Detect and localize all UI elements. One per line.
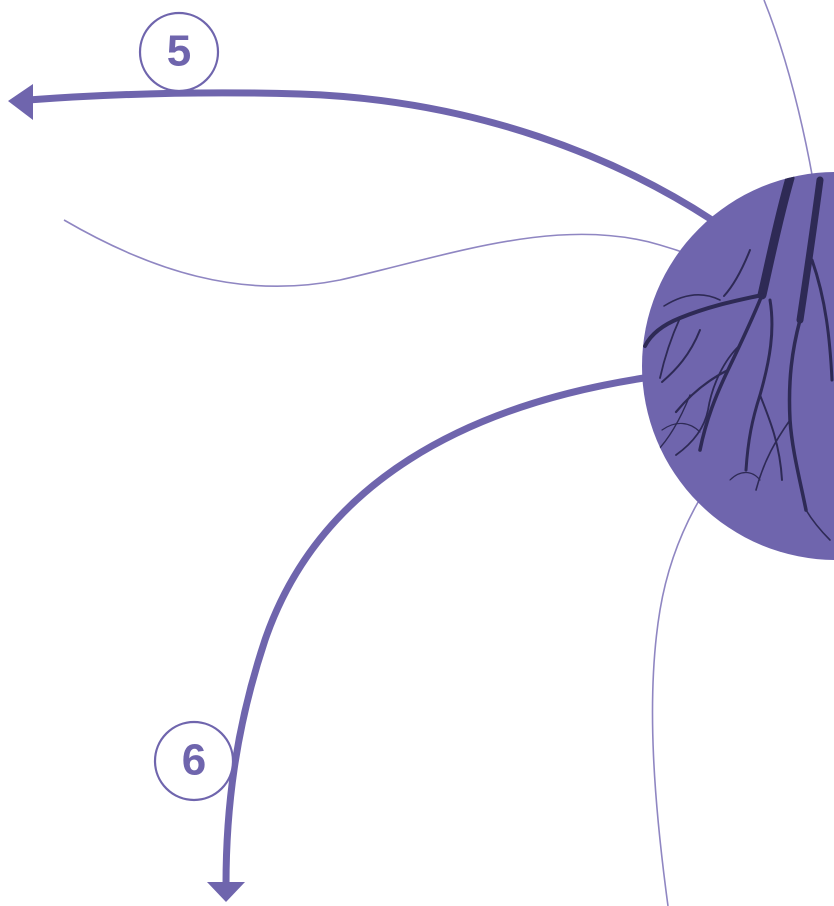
arrow-5-path xyxy=(28,93,712,220)
step-5-badge: 5 xyxy=(140,13,218,91)
roots-illustration xyxy=(642,172,834,560)
arrow-6-head-icon xyxy=(207,882,245,902)
arrow-6-path xyxy=(226,378,644,885)
step-6-label: 6 xyxy=(182,736,206,785)
arrow-5-head-icon xyxy=(8,84,33,120)
step-6-badge: 6 xyxy=(155,722,233,800)
step-5-label: 5 xyxy=(167,27,191,76)
